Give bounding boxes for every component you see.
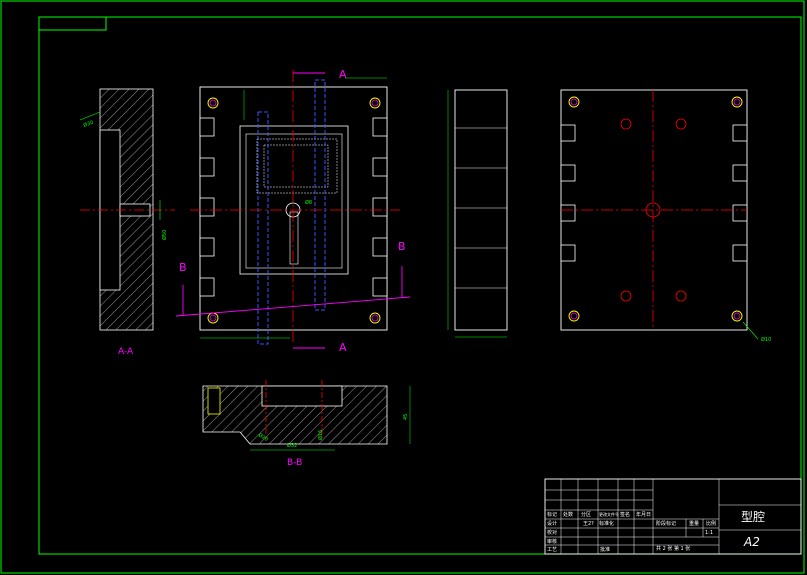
tb-scale-label: 比例 (706, 520, 716, 527)
tb-scale-value: 1:1 (705, 530, 713, 536)
tb-header-zone: 分区 (581, 511, 591, 518)
tb-sheet-size: A2 (743, 535, 760, 549)
corner-hole-markers (207, 97, 381, 324)
tb-row-check: 校对 (547, 529, 557, 536)
main-plan-view: A A B B Ø8 (175, 68, 411, 354)
bb-height-dim: 45 (403, 414, 409, 420)
tb-row-review: 审核 (547, 538, 557, 545)
tb-row-process: 工艺 (547, 547, 557, 553)
tb-weight-label: 重量 (689, 520, 699, 527)
tb-row-approve: 批准 (600, 546, 610, 553)
aa-side-dim: Ø50 (161, 230, 168, 240)
tb-header-mark: 标记 (547, 511, 557, 518)
aa-top-dim: Ø30 (82, 119, 94, 129)
tb-designer-name: 王2? (583, 521, 594, 527)
bb-bottom-dim: Ø32 (287, 442, 297, 449)
center-mark-label: Ø8 (305, 199, 312, 206)
tb-header-date: 年月日 (636, 511, 651, 518)
view-label-a-a: A-A (118, 347, 134, 357)
plan-corner-dim: Ø10 (761, 336, 771, 343)
tb-standardization: 标准化 (599, 520, 614, 527)
view-b-b: Ø20 Ø32 Ø16 45 B-B (202, 380, 411, 468)
view-a-a: Ø30 Ø50 A-A (79, 88, 175, 357)
section-mark-b-right: B (398, 240, 406, 253)
tb-stage-label: 阶段标记 (656, 520, 676, 527)
tb-designer-label: 设计 (547, 520, 557, 527)
section-mark-a-top: A (339, 68, 347, 81)
tb-header-sign: 签名 (620, 511, 630, 518)
section-mark-b-left: B (179, 261, 187, 274)
tb-header-change-doc: 更改文件号 (599, 511, 619, 517)
tb-sheets: 共 2 张 第 1 张 (656, 545, 690, 552)
tb-part-name: 型腔 (741, 509, 765, 524)
title-block: 标记 处数 分区 更改文件号 签名 年月日 设计 王2? 标准化 校对 审核 工… (544, 478, 802, 555)
tb-header-count: 处数 (563, 511, 573, 518)
side-view (447, 89, 508, 338)
bb-inner-dim: Ø20 (257, 432, 269, 443)
section-mark-a-bottom: A (339, 341, 347, 354)
view-label-b-b: B-B (287, 458, 302, 468)
bottom-plan-view: Ø10 (560, 89, 771, 343)
bb-stem-dim: Ø16 (317, 430, 324, 440)
